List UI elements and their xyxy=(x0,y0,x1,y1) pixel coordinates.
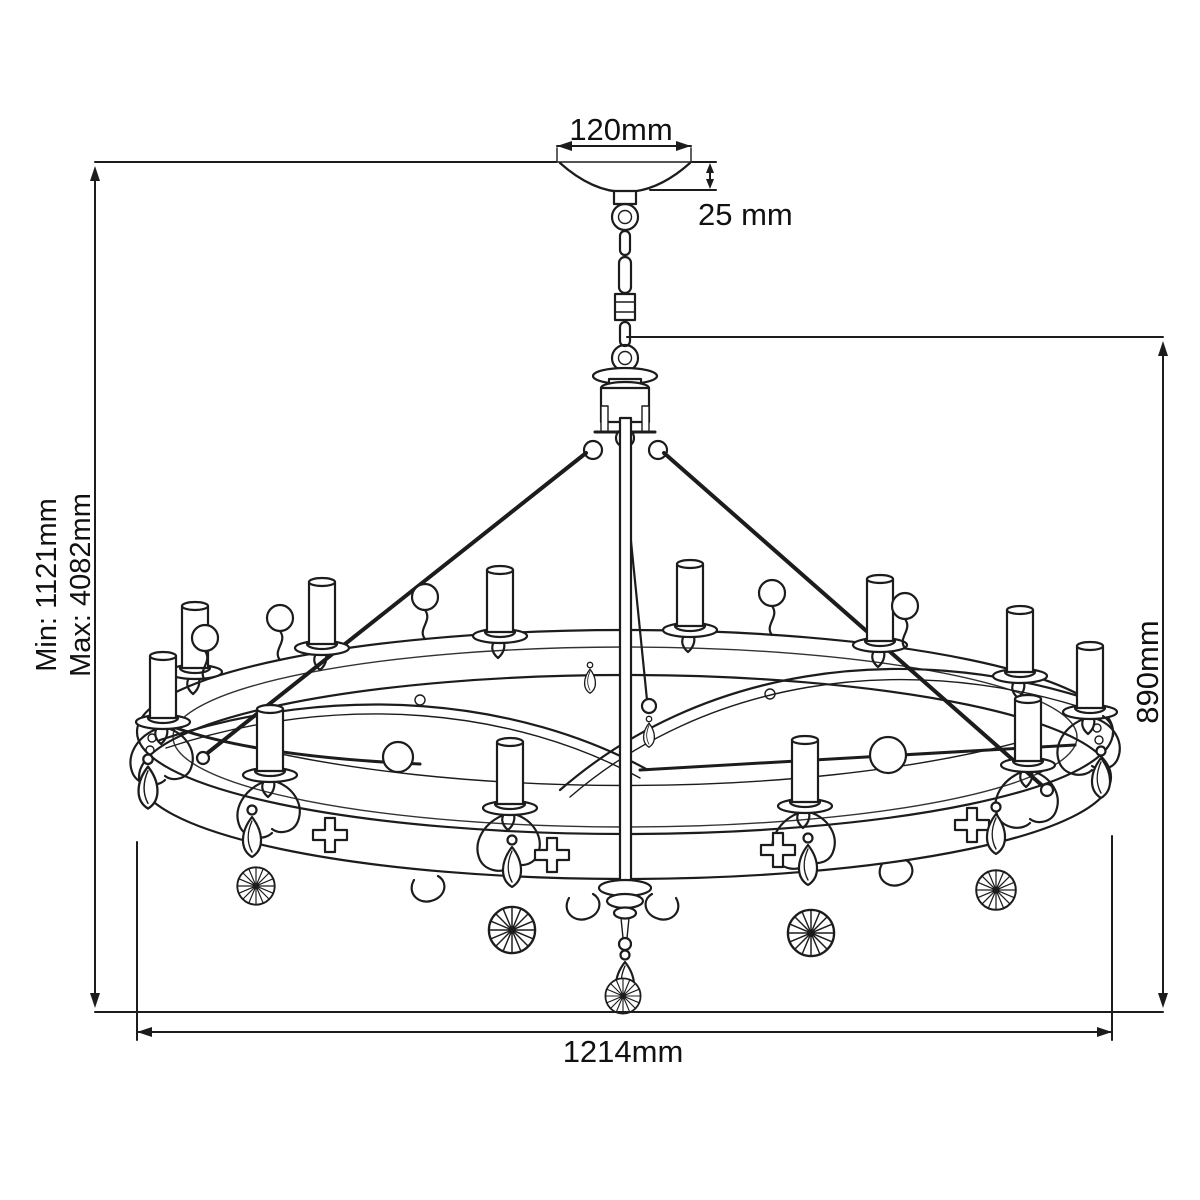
ceiling-canopy xyxy=(555,161,695,206)
crystal-drops xyxy=(137,661,1112,958)
crystal-rosette xyxy=(487,905,537,955)
dim-body-height xyxy=(626,336,1168,1008)
crystal-drop xyxy=(501,834,523,889)
chandelier-drawing xyxy=(129,161,1121,1015)
center-stem-finial xyxy=(597,416,653,1015)
crystal-drop xyxy=(797,832,819,887)
dimension-lines xyxy=(90,141,1168,1041)
scroll-arm xyxy=(994,769,1059,829)
body-width-label: 1214mm xyxy=(563,1034,684,1069)
crystal-rosette xyxy=(786,908,836,958)
crystal-drop xyxy=(137,753,159,810)
crystal-drop xyxy=(241,804,263,859)
suspension-chain xyxy=(610,202,640,373)
c-scroll xyxy=(565,892,601,921)
canopy-width-label: 120mm xyxy=(569,112,672,147)
ball-finial xyxy=(757,578,787,637)
c-scroll xyxy=(410,874,446,903)
c-scroll xyxy=(644,892,680,921)
crystal-drop xyxy=(583,661,597,694)
dim-body-width xyxy=(136,835,1113,1041)
dim-suspension-height xyxy=(90,161,1164,1013)
crystal-drop xyxy=(642,715,656,748)
ball-finial xyxy=(265,603,295,662)
candle xyxy=(661,558,719,654)
suspension-min-label: Min: 1121mm xyxy=(31,498,63,672)
candle xyxy=(991,604,1049,700)
dim-canopy-height xyxy=(649,161,717,191)
crystal-rosette xyxy=(975,869,1017,911)
cross-plaque xyxy=(311,816,349,854)
candle xyxy=(851,573,909,669)
body-height-label: 890mm xyxy=(1130,620,1165,723)
crystal-drop xyxy=(985,801,1007,856)
dimension-labels: 120mm 25 mm Min: 1121mm Max: 4082mm 890m… xyxy=(31,112,1165,1069)
suspension-max-label: Max: 4082mm xyxy=(65,493,97,677)
dim-canopy-width xyxy=(556,141,692,162)
candle xyxy=(776,734,834,830)
canopy-height-label: 25 mm xyxy=(698,197,793,232)
front-candles xyxy=(129,640,1121,872)
candle xyxy=(471,564,529,660)
crystal-rosette xyxy=(236,866,276,906)
crystal-rosette xyxy=(604,977,642,1015)
ball-finial xyxy=(410,582,440,641)
cross-plaque xyxy=(953,806,991,844)
cross-plaque xyxy=(759,831,797,869)
crystal-drop xyxy=(1090,745,1112,800)
